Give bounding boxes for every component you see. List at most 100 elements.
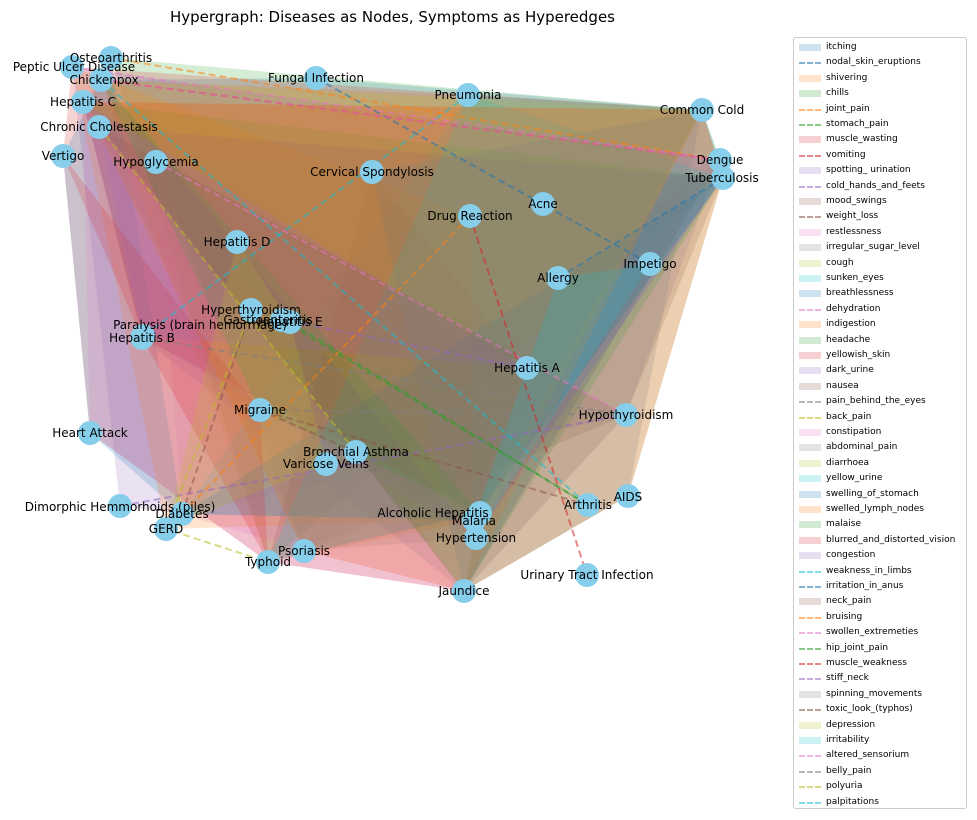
node-hypothy: [614, 403, 638, 427]
node-label-chicken: Chickenpox: [69, 73, 138, 87]
node-label-hepd: Hepatitis D: [204, 235, 271, 249]
legend-item-yellow-urine: yellow_urine: [794, 471, 966, 486]
node-label-acne: Acne: [528, 197, 558, 211]
legend-label: cold_hands_and_feets: [826, 180, 925, 191]
node-label-pneu: Pneumonia: [435, 88, 502, 102]
node-aids: [616, 484, 640, 508]
legend-label: weight_loss: [826, 211, 879, 222]
legend-label: swelled_lymph_nodes: [826, 504, 924, 514]
legend-item-malaise: malaise: [794, 517, 966, 532]
legend-swatch: [799, 198, 821, 205]
legend-item-toxic-look-typhos: toxic_look_(typhos): [794, 702, 966, 717]
legend-swatch: [799, 167, 821, 175]
legend-swatch: [799, 506, 821, 513]
legend-swatch: [799, 770, 821, 773]
node-label-cervical: Cervical Spondylosis: [310, 165, 434, 179]
hyperedge-mood-swings: [99, 127, 723, 551]
legend-label: dehydration: [826, 303, 881, 314]
legend-swatch: [799, 570, 821, 573]
node-label-varicose: Varicose Veins: [283, 457, 369, 471]
hyperedge-congestion: [83, 102, 527, 368]
legend-item-weight-loss: weight_loss: [794, 209, 966, 224]
legend-item-hip-joint-pain: hip_joint_pain: [794, 641, 966, 656]
legend-item-joint-pain: joint_pain: [794, 102, 966, 117]
legend-swatch: [799, 62, 821, 65]
legend-label: itching: [826, 42, 857, 52]
legend-label: toxic_look_(typhos): [826, 704, 913, 715]
legend-item-constipation: constipation: [794, 425, 966, 440]
legend-swatch: [799, 429, 821, 436]
legend-item-breathlessness: breathlessness: [794, 286, 966, 301]
hyperedge-weight-loss: [181, 309, 252, 515]
legend-item-nausea: nausea: [794, 379, 966, 394]
hyperedge-cough: [464, 178, 723, 591]
node-label-hypogly: Hypoglycemia: [113, 155, 199, 169]
legend-swatch: [799, 598, 821, 606]
hyperedge-dehydration: [155, 161, 627, 416]
legend-item-palpitations: palpitations: [794, 795, 966, 810]
legend-item-swelled-lymph-nodes: swelled_lymph_nodes: [794, 502, 966, 517]
legend-label: spinning_movements: [826, 688, 923, 699]
legend-item-spinning-movements: spinning_movements: [794, 687, 966, 702]
legend-label: spotting_ urination: [826, 165, 911, 176]
legend-item-swelling-of-stomach: swelling_of_stomach: [794, 487, 966, 502]
hyperedge-chills: [111, 58, 723, 562]
legend-swatch: [799, 74, 821, 82]
disease-nodes: [51, 46, 735, 603]
legend-label: abdominal_pain: [826, 442, 898, 453]
node-hepd: [225, 230, 249, 254]
legend-swatch: [799, 228, 821, 236]
hyperedge-pain-behind-the-eyes: [259, 409, 627, 416]
node-label-drug: Drug Reaction: [427, 209, 512, 223]
node-label-gastro: Gastroenteritis: [223, 313, 312, 327]
legend-swatch: [799, 336, 821, 344]
node-jaundice: [452, 579, 476, 603]
hyperedge-belly-pain: [141, 337, 627, 416]
node-label-hypothy: Hypothyroidism: [579, 408, 674, 422]
hyperedge-headache: [83, 102, 723, 591]
legend-item-dehydration: dehydration: [794, 302, 966, 317]
legend-label: chills: [826, 88, 849, 99]
hyperedge-sunken-eyes: [182, 95, 723, 520]
legend-item-neck-pain: neck_pain: [794, 594, 966, 609]
legend-item-diarrhoea: diarrhoea: [794, 456, 966, 471]
hyperedge-breathlessness: [63, 58, 182, 514]
legend-item-cold-hands-and-feets: cold_hands_and_feets: [794, 179, 966, 194]
legend-item-spotting-urination: spotting_ urination: [794, 163, 966, 178]
node-label-hepe: Hepatitis E: [257, 315, 322, 329]
node-arthritis: [576, 493, 600, 517]
node-dengue: [708, 148, 732, 172]
node-asthma: [344, 440, 368, 464]
node-varicose: [314, 452, 338, 476]
legend-label: stiff_neck: [826, 673, 869, 684]
legend-swatch: [799, 536, 821, 544]
legend-swatch: [799, 401, 821, 404]
legend-item-swollen-extremeties: swollen_extremeties: [794, 625, 966, 640]
legend-label: mood_swings: [826, 196, 887, 206]
node-drug: [458, 204, 482, 228]
node-label-piles: Dimorphic Hemmorhoids (piles): [25, 500, 216, 514]
legend-swatch: [799, 737, 821, 744]
legend-label: bruising: [826, 611, 863, 622]
hyperedge-cold-hands-and-feets: [119, 414, 627, 507]
legend-item-sunken-eyes: sunken_eyes: [794, 271, 966, 286]
hyperedge-itching: [83, 78, 720, 591]
legend-item-stomach-pain: stomach_pain: [794, 117, 966, 132]
node-acne: [531, 192, 555, 216]
node-gerd: [154, 517, 178, 541]
legend-swatch: [799, 44, 821, 51]
node-piles: [108, 494, 132, 518]
legend-swatch: [799, 552, 821, 560]
node-osteo: [99, 46, 123, 70]
node-label-aids: AIDS: [614, 490, 643, 504]
hyperedge-spinning-movements: [372, 110, 702, 591]
legend-item-belly-pain: belly_pain: [794, 764, 966, 779]
legend-label: irritation_in_anus: [826, 581, 904, 591]
node-psoriasis: [292, 539, 316, 563]
hyperedge-irritability: [474, 264, 650, 538]
node-chicken: [89, 68, 113, 92]
node-uti: [575, 563, 599, 587]
hyperedge-polyuria: [98, 126, 357, 453]
